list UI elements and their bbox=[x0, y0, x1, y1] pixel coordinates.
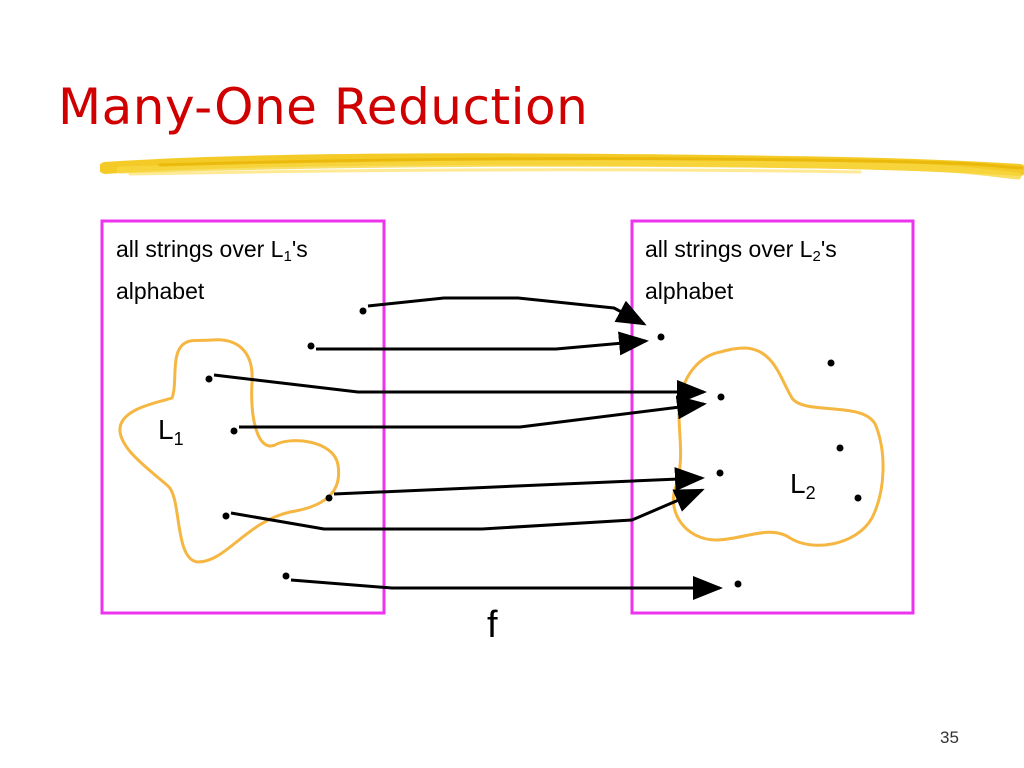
left-set-label-subscript: 1 bbox=[283, 248, 292, 265]
right-set-label-subscript: 2 bbox=[812, 248, 821, 265]
source-dot bbox=[222, 512, 230, 520]
highlighter-underline bbox=[100, 153, 1024, 180]
mapping-arrow bbox=[290, 576, 723, 600]
target-dot bbox=[836, 444, 844, 452]
mapping-arrow bbox=[230, 488, 705, 531]
target-dot bbox=[657, 333, 665, 341]
language-l2-name: L bbox=[790, 468, 806, 499]
right-set-label-line2: alphabet bbox=[645, 278, 734, 304]
source-dot bbox=[205, 375, 213, 383]
target-dot bbox=[734, 580, 742, 588]
right-set-label-suffix: 's bbox=[820, 236, 837, 262]
mapping-arrow bbox=[239, 395, 707, 429]
left-set-label-suffix: 's bbox=[291, 236, 308, 262]
mapping-arrow bbox=[213, 373, 707, 404]
mapping-arrow bbox=[316, 331, 649, 356]
language-l1-label: L1 bbox=[158, 414, 184, 450]
target-dot bbox=[854, 494, 862, 502]
right-set-box bbox=[630, 219, 915, 615]
source-dot bbox=[230, 427, 238, 435]
language-l1-name: L bbox=[158, 414, 174, 445]
right-set-label: all strings over L2's alphabet bbox=[645, 232, 837, 308]
language-l2-label: L2 bbox=[790, 468, 816, 504]
left-set-label-line2: alphabet bbox=[116, 278, 205, 304]
slide-title: Many-One Reduction bbox=[58, 78, 589, 136]
source-dot bbox=[325, 494, 333, 502]
left-set-label-prefix: all strings over L bbox=[116, 236, 284, 262]
source-dot bbox=[359, 307, 367, 315]
mapping-arrow bbox=[367, 296, 647, 326]
target-dot bbox=[716, 469, 724, 477]
target-dot bbox=[717, 393, 725, 401]
target-dot bbox=[827, 359, 835, 367]
source-dot bbox=[282, 572, 290, 580]
language-l2-outline bbox=[671, 346, 885, 547]
language-l1-outline bbox=[118, 338, 341, 564]
right-set-label-prefix: all strings over L bbox=[645, 236, 813, 262]
language-l1-subscript: 1 bbox=[173, 429, 184, 449]
page-number: 35 bbox=[940, 728, 959, 747]
left-set-box bbox=[100, 219, 386, 615]
mapping-arrow bbox=[333, 467, 705, 496]
left-set-label: all strings over L1's alphabet bbox=[116, 232, 308, 308]
source-dot bbox=[307, 342, 315, 350]
language-l2-subscript: 2 bbox=[805, 483, 816, 503]
function-label: f bbox=[487, 604, 498, 646]
